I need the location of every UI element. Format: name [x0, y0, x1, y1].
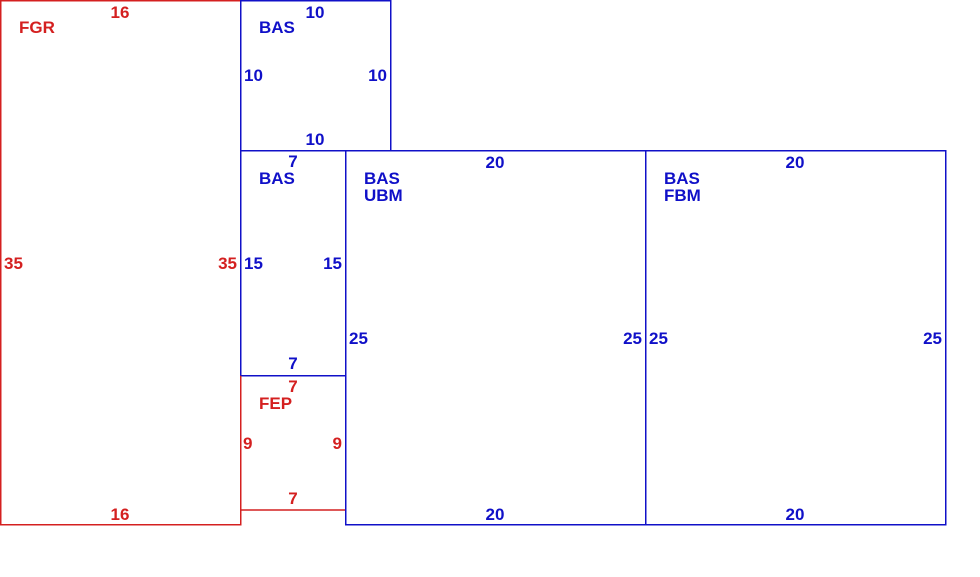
area-fgr-code: FGR — [19, 18, 55, 37]
area-bas-ubm-dim-left: 25 — [349, 329, 368, 348]
area-bas-fbm-code2: FBM — [664, 186, 701, 205]
area-bas-2-dim-left: 15 — [244, 254, 263, 273]
area-bas-fbm-code: BAS — [664, 169, 700, 188]
area-fgr-dim-top: 16 — [111, 3, 130, 22]
area-bas-fbm-dim-left: 25 — [649, 329, 668, 348]
area-fgr-dim-bottom: 16 — [111, 505, 130, 524]
area-bas-fbm-outline[interactable] — [645, 150, 947, 526]
area-bas-ubm-dim-bottom: 20 — [486, 505, 505, 524]
area-bas-ubm-dim-right: 25 — [623, 329, 642, 348]
area-fgr-dim-left: 35 — [4, 254, 23, 273]
area-fep-dim-left: 9 — [243, 434, 252, 453]
area-bas-1-code: BAS — [259, 18, 295, 37]
area-bas-ubm-labels: BAS UBM 20 20 25 25 — [349, 153, 642, 524]
area-bas-1-dim-bottom: 10 — [306, 130, 325, 149]
area-fgr-labels: FGR 16 16 35 35 — [4, 3, 237, 524]
area-bas-1-dim-top: 10 — [306, 3, 325, 22]
area-fep-labels: FEP 7 7 9 9 — [243, 377, 342, 508]
area-bas-fbm-dim-right: 25 — [923, 329, 942, 348]
area-fep-code: FEP — [259, 394, 292, 413]
area-bas-1-dim-right: 10 — [368, 66, 387, 85]
area-bas-ubm-outline[interactable] — [345, 150, 647, 526]
area-fgr-dim-right: 35 — [218, 254, 237, 273]
area-bas-2-dim-right: 15 — [323, 254, 342, 273]
area-fep-dim-top: 7 — [288, 377, 297, 396]
area-bas-fbm-dim-top: 20 — [786, 153, 805, 172]
area-fgr-outline[interactable] — [0, 0, 242, 526]
area-fep-dim-right: 9 — [333, 434, 342, 453]
area-fep-outline[interactable] — [240, 375, 346, 511]
area-bas-2-code: BAS — [259, 169, 295, 188]
area-bas-1-labels: BAS 10 10 10 10 — [244, 3, 387, 149]
area-bas-2-labels: BAS 7 7 15 15 — [244, 152, 342, 373]
area-bas-2-dim-top: 7 — [288, 152, 297, 171]
area-bas-ubm-code: BAS — [364, 169, 400, 188]
area-fep-dim-bottom: 7 — [288, 489, 297, 508]
area-bas-1-dim-left: 10 — [244, 66, 263, 85]
area-bas-2-dim-bottom: 7 — [288, 354, 297, 373]
area-outlines — [0, 0, 947, 526]
area-bas-ubm-code2: UBM — [364, 186, 403, 205]
area-bas-ubm-dim-top: 20 — [486, 153, 505, 172]
area-bas-fbm-labels: BAS FBM 20 20 25 25 — [649, 153, 942, 524]
area-bas-fbm-dim-bottom: 20 — [786, 505, 805, 524]
